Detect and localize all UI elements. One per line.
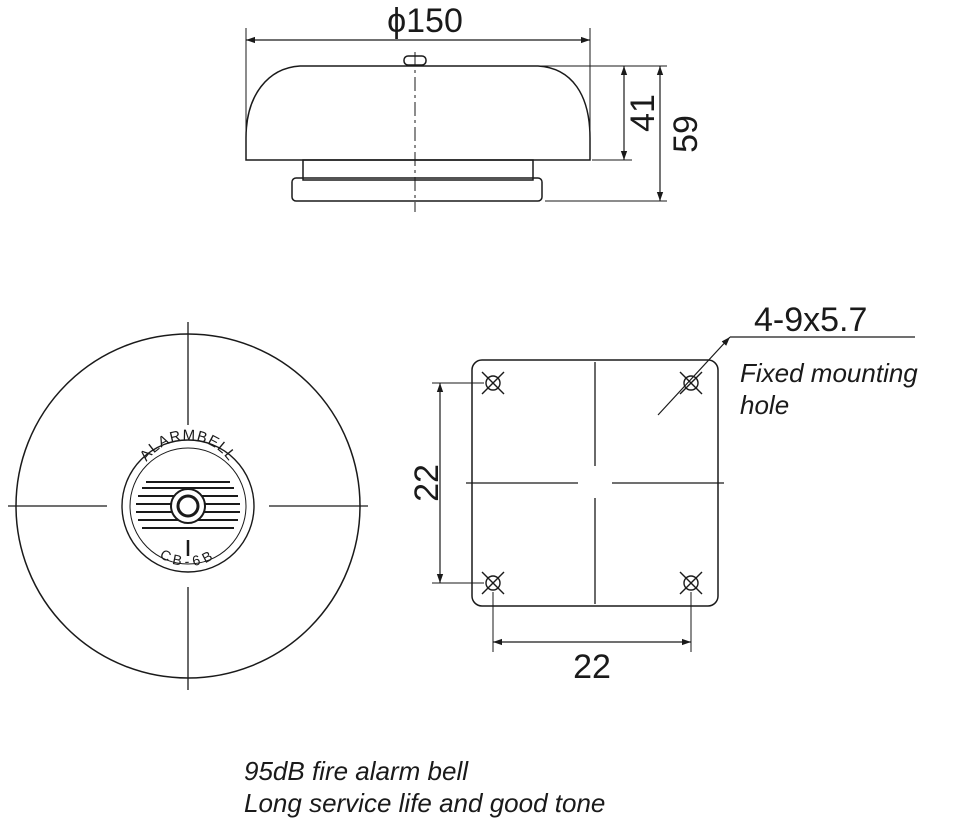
product-caption: 95dB fire alarm bell Long service life a… — [244, 755, 605, 819]
hole-note-line1: Fixed mounting — [740, 358, 918, 388]
height-59-label: 59 — [667, 115, 705, 153]
bell-base-plate — [291, 177, 543, 202]
nameplate-circle — [121, 439, 255, 573]
bell-base-neck — [302, 159, 534, 181]
mounting-plate-view — [432, 336, 915, 652]
mounting-hole-top-right — [679, 371, 703, 395]
hole-spec-leader — [657, 336, 731, 416]
mounting-hole-bottom-right — [679, 571, 703, 595]
caption-line2: Long service life and good tone — [244, 788, 606, 818]
hole-note-line2: hole — [740, 390, 789, 420]
height-41-label: 41 — [624, 94, 662, 132]
front-view — [8, 322, 368, 690]
nameplate-model-text: CB-6B — [158, 546, 219, 570]
side-view — [245, 28, 667, 212]
hole-spacing-vertical-label: 22 — [408, 464, 446, 502]
caption-line1: 95dB fire alarm bell — [244, 756, 468, 786]
mounting-hole-bottom-left — [481, 571, 505, 595]
center-bolt — [176, 494, 200, 518]
hole-spacing-horizontal-label: 22 — [573, 648, 611, 686]
bell-dome-outline — [245, 65, 591, 161]
nameplate-arc-text: ALARMBELL — [136, 427, 239, 465]
mounting-hole-top-left — [481, 371, 505, 395]
hole-spec-label: 4-9x5.7 — [754, 301, 867, 339]
diameter-label: ϕ150 — [387, 2, 463, 40]
